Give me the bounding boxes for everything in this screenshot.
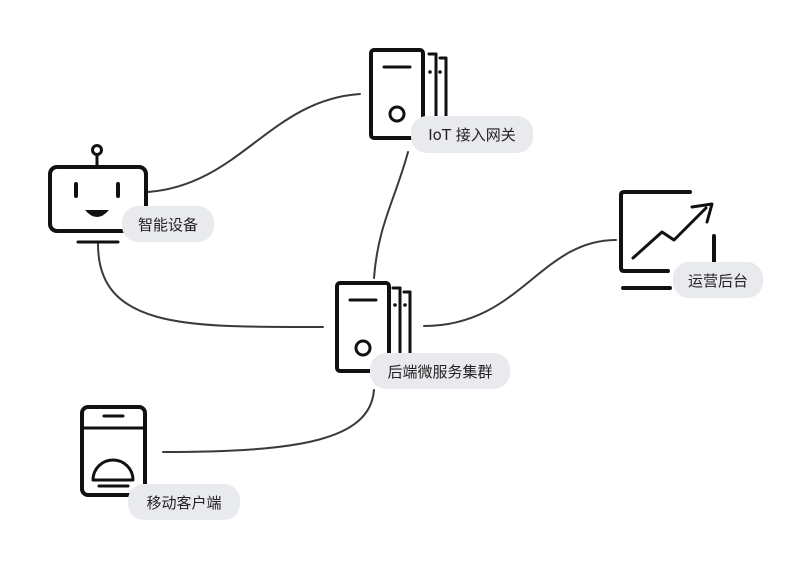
label-mobile-client: 移动客户端	[146, 494, 221, 512]
phone-icon	[80, 405, 147, 497]
node-smart-device: 智能设备	[48, 144, 214, 244]
label-bubble-iot-gateway	[411, 116, 533, 153]
node-ops-console: 运营后台	[619, 190, 763, 298]
label-bubble-smart-device	[122, 206, 214, 242]
node-mobile-client: 移动客户端	[80, 405, 240, 520]
label-bubble-ops-console	[673, 262, 763, 298]
label-backend-cluster: 后端微服务集群	[387, 363, 492, 381]
edge-smart-device-to-backend-cluster	[97, 243, 324, 329]
label-ops-console: 运营后台	[688, 272, 748, 290]
edge-iot-gateway-to-backend-cluster	[373, 151, 409, 279]
label-iot-gateway: IoT 接入网关	[428, 126, 516, 144]
node-iot-gateway: IoT 接入网关	[369, 48, 533, 153]
edge-mobile-client-to-backend-cluster	[162, 389, 375, 453]
edge-smart-device-to-iot-gateway	[147, 93, 361, 193]
label-smart-device: 智能设备	[138, 216, 198, 234]
edge-backend-cluster-to-ops-console	[423, 239, 617, 327]
label-bubble-backend-cluster	[370, 353, 510, 389]
label-bubble-mobile-client	[128, 484, 240, 520]
node-backend-cluster: 后端微服务集群	[335, 281, 510, 389]
robot-icon	[48, 144, 148, 244]
edges	[97, 93, 617, 453]
monitor-chart-icon	[619, 190, 716, 290]
